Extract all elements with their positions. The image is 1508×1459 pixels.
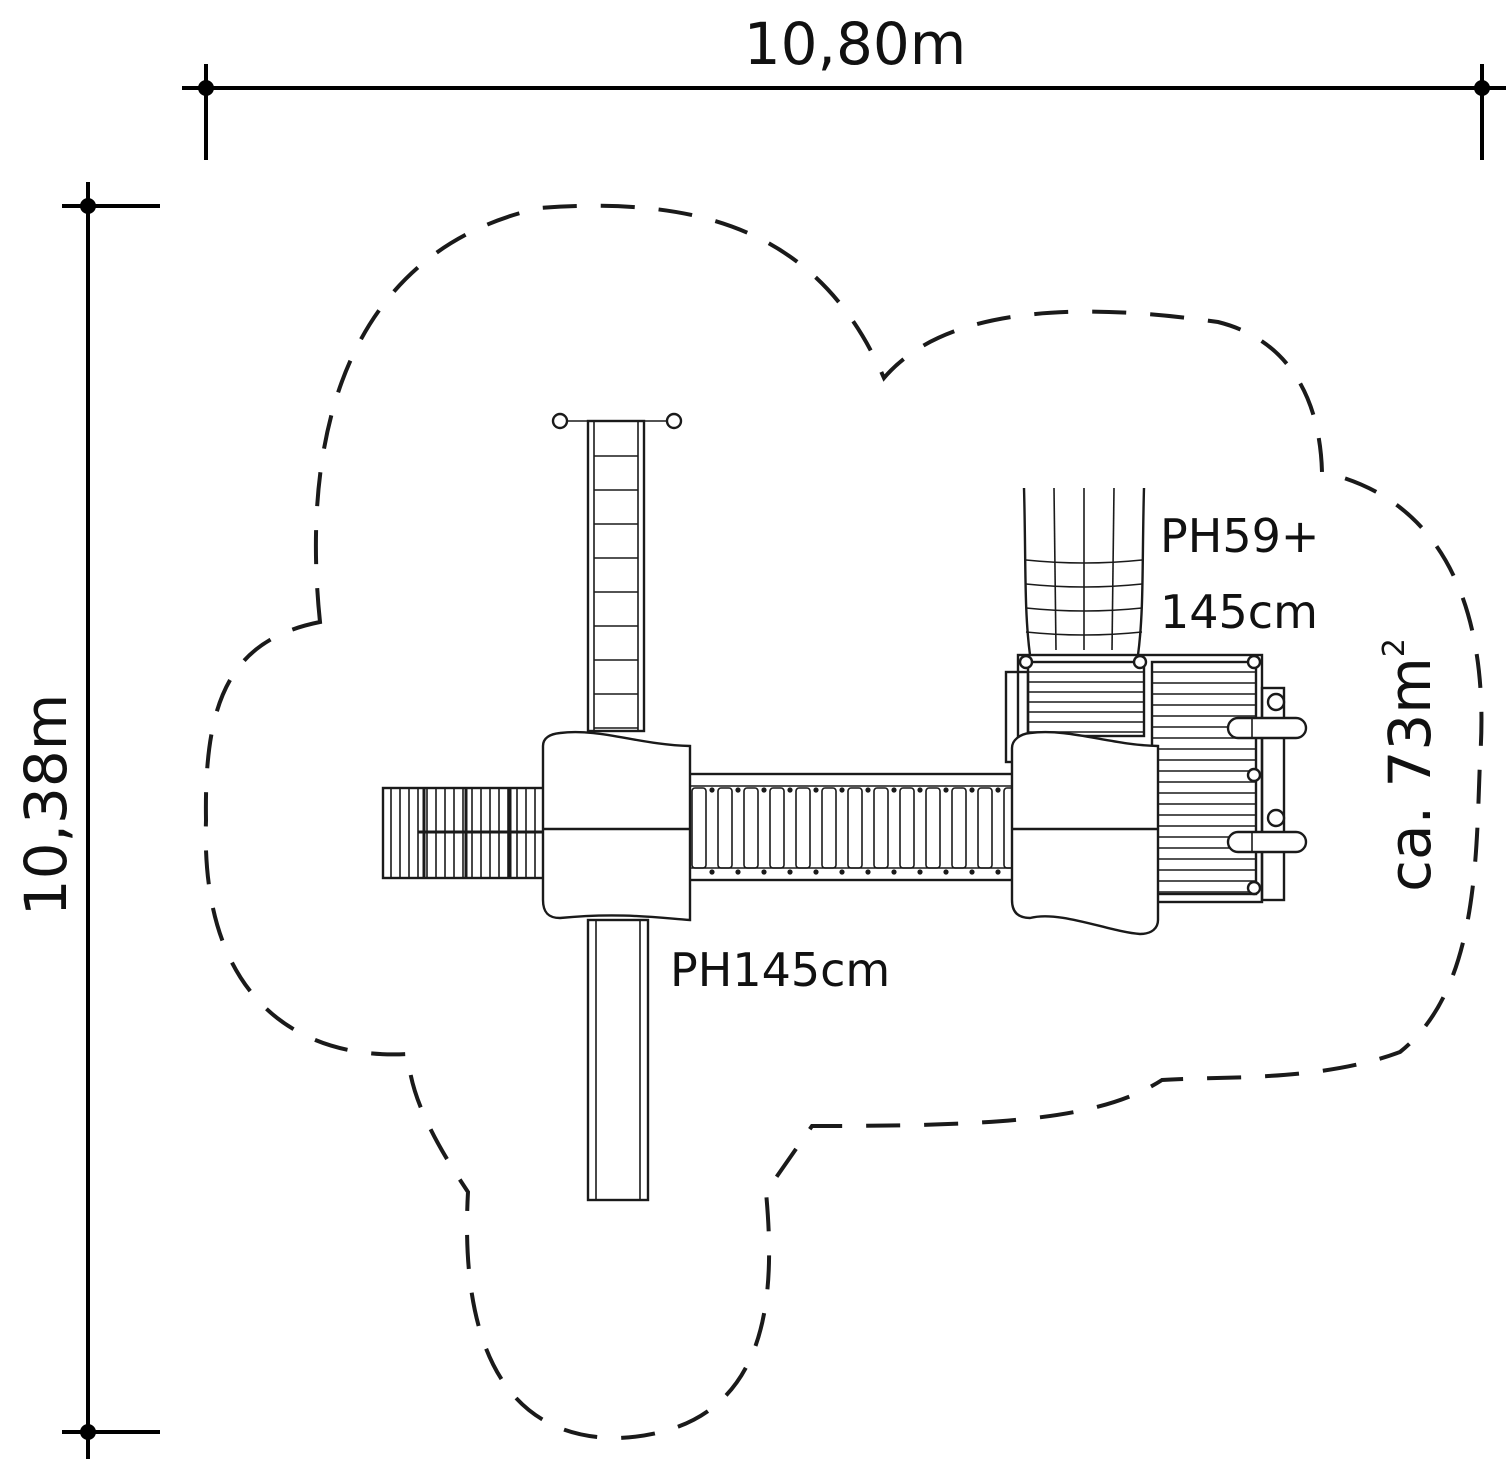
net-strand <box>1025 583 1143 588</box>
bridge-bolt <box>917 869 923 875</box>
bridge-plank <box>977 787 993 869</box>
height-dimension <box>62 182 160 1459</box>
bridge-plank <box>821 787 837 869</box>
access-ladder <box>551 412 683 733</box>
bridge-bolt <box>735 869 741 875</box>
bridge-bolt <box>761 787 767 793</box>
bridge-bolt <box>995 869 1001 875</box>
bridge-bolt <box>813 869 819 875</box>
bridge-plank <box>691 787 707 869</box>
entry-ramp <box>381 786 547 880</box>
bridge-bolt <box>943 787 949 793</box>
width-dimension <box>182 64 1506 160</box>
width-label: 10,80m <box>744 10 967 78</box>
rope-bridge <box>686 772 1027 882</box>
bridge-plank <box>769 787 785 869</box>
bridge-bolt <box>865 869 871 875</box>
bridge-plank <box>795 787 811 869</box>
bridge-bolt <box>943 869 949 875</box>
bridge-plank <box>743 787 759 869</box>
bridge-bolt <box>787 787 793 793</box>
bridge-plank <box>873 787 889 869</box>
svg-text:ca. 73m2: ca. 73m2 <box>1376 638 1444 892</box>
platform-high-label-line2: 145cm <box>1160 585 1318 639</box>
bridge-bolt <box>891 787 897 793</box>
right-tower-roof <box>1010 730 1160 936</box>
platform-low-label: PH145cm <box>670 943 890 997</box>
climbing-net <box>1022 487 1146 656</box>
net-strand <box>1025 559 1143 564</box>
bridge-bolt <box>813 787 819 793</box>
bridge-bolt <box>995 787 1001 793</box>
safety-zone-outline <box>203 203 1484 1441</box>
bridge-bolt <box>839 869 845 875</box>
bridge-bolt <box>969 869 975 875</box>
bridge-bolt <box>917 787 923 793</box>
left-tower-roof <box>541 730 692 922</box>
bridge-bolt <box>709 869 715 875</box>
bridge-bolt <box>865 787 871 793</box>
bridge-bolt <box>761 869 767 875</box>
bridge-plank <box>717 787 733 869</box>
bridge-bolt <box>709 787 715 793</box>
net-strand <box>1025 631 1143 636</box>
height-label: 10,38m <box>12 694 80 917</box>
bridge-bolt <box>735 787 741 793</box>
net-strand <box>1025 607 1143 612</box>
bridge-plank <box>925 787 941 869</box>
area-label-text: ca. 73m <box>1376 657 1444 892</box>
bridge-bolt <box>787 869 793 875</box>
bridge-bolt <box>839 787 845 793</box>
bridge-plank <box>899 787 915 869</box>
bridge-plank <box>847 787 863 869</box>
slide <box>586 918 650 1202</box>
bridge-plank <box>951 787 967 869</box>
bridge-bolt <box>969 787 975 793</box>
bridge-bolt <box>891 869 897 875</box>
area-label-superscript: 2 <box>1377 638 1412 657</box>
side-poles <box>1226 686 1308 902</box>
platform-high-label-line1: PH59+ <box>1160 509 1319 563</box>
area-label: ca. 73m2 <box>1376 638 1444 892</box>
